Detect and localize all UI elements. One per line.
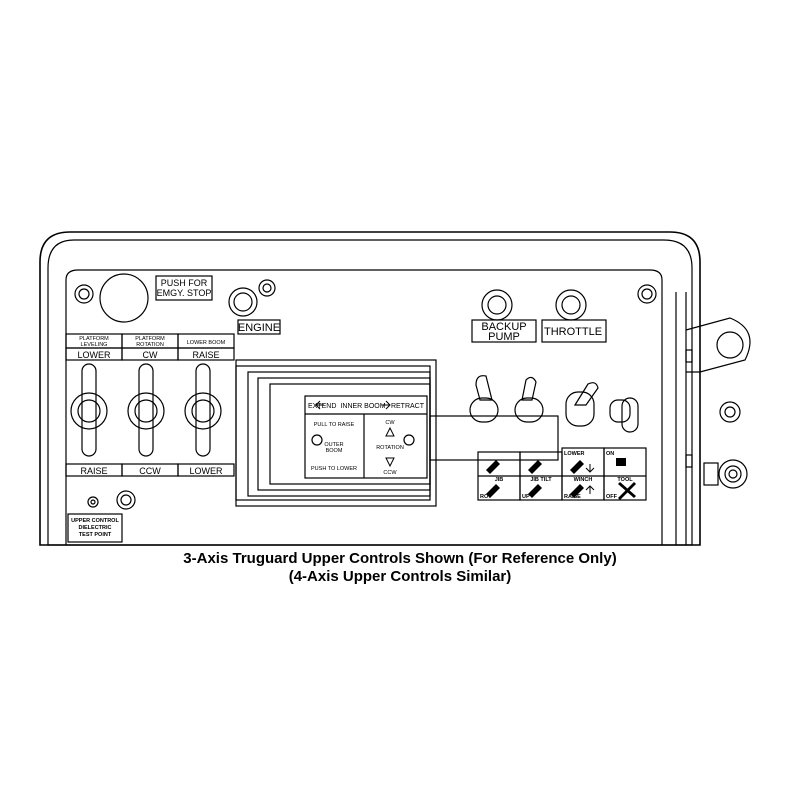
inner-boom-extend: EXTEND bbox=[308, 403, 336, 410]
tool-lever bbox=[609, 399, 631, 423]
enclosure-inner-outline bbox=[47, 239, 693, 546]
test-point-label-3: TEST POINT bbox=[79, 532, 112, 538]
backup-pump-label-1: BACKUP bbox=[481, 321, 526, 333]
caption-line-1: 3-Axis Truguard Upper Controls Shown (Fo… bbox=[183, 550, 617, 567]
emgy-stop-label-2: EMGY. STOP bbox=[157, 288, 212, 298]
tool-decal bbox=[603, 447, 647, 501]
leveling-lever-slot bbox=[81, 363, 97, 457]
leveling-bottom-label: RAISE bbox=[80, 466, 107, 476]
tool-on-label: ON bbox=[606, 451, 614, 457]
rotation-cw-label: CW bbox=[385, 420, 395, 426]
emgy-stop-label-1: PUSH FOR bbox=[161, 278, 208, 288]
lower-boom-bottom-label: LOWER bbox=[189, 466, 223, 476]
faceplate-outline bbox=[65, 269, 663, 545]
tool-off-label: OFF bbox=[606, 494, 618, 500]
outer-boom-label-2: BOOM bbox=[326, 448, 343, 454]
lower-boom-lever-slot bbox=[195, 363, 211, 457]
jib-bottom-label: ROT bbox=[480, 494, 492, 500]
lower-boom-lever bbox=[184, 392, 222, 430]
inner-boom-retract: RETRACT bbox=[391, 403, 425, 410]
winch-raise-label: RAISE bbox=[564, 494, 581, 500]
bolt-top-right bbox=[637, 284, 657, 304]
caption-line-2: (4-Axis Upper Controls Similar) bbox=[288, 568, 512, 585]
leveling-top-label: LOWER bbox=[77, 350, 111, 360]
test-point-decal bbox=[67, 513, 123, 543]
lower-boom-header: LOWER BOOM bbox=[187, 340, 226, 346]
side-fitting bbox=[718, 459, 748, 489]
lever-strip bbox=[429, 415, 559, 461]
test-point-label-1: UPPER CONTROL bbox=[71, 518, 119, 524]
platform-leveling-label-2: LEVELING bbox=[81, 342, 108, 348]
rotation-title-label: ROTATION bbox=[376, 445, 404, 451]
enclosure-outline bbox=[39, 231, 701, 546]
joystick-decal bbox=[304, 395, 428, 479]
mounting-bracket bbox=[685, 317, 751, 373]
rotation-lever bbox=[127, 392, 165, 430]
emergency-stop-button bbox=[99, 273, 149, 323]
jib-label: JIB bbox=[495, 477, 504, 483]
rotation-ccw-label: CCW bbox=[383, 470, 397, 476]
lower-boom-top-label: RAISE bbox=[192, 350, 219, 360]
tool-label: TOOL bbox=[617, 477, 633, 483]
platform-leveling-label-1: PLATFORM bbox=[79, 336, 109, 342]
inner-boom-title: INNER BOOM bbox=[340, 403, 385, 410]
pull-to-raise-label: PULL TO RAISE bbox=[314, 422, 355, 428]
test-point-terminal bbox=[87, 496, 99, 508]
push-to-lower-label: PUSH TO LOWER bbox=[311, 466, 357, 472]
throttle-label: THROTTLE bbox=[544, 326, 602, 338]
winch-lever bbox=[573, 382, 599, 406]
throttle-switch bbox=[555, 289, 587, 321]
backup-pump-label-2: PUMP bbox=[488, 331, 520, 343]
test-point-label-2: DIELECTRIC bbox=[79, 525, 112, 531]
engine-label: ENGINE bbox=[238, 322, 280, 334]
rotation-top-label: CW bbox=[143, 350, 158, 360]
platform-rotation-label-1: PLATFORM bbox=[135, 336, 165, 342]
jib-tilt-label: JIB TILT bbox=[530, 477, 552, 483]
jib-tilt-lever bbox=[521, 376, 537, 401]
leveling-lever bbox=[70, 392, 108, 430]
winch-lower-label: LOWER bbox=[564, 451, 584, 457]
winch-label: WINCH bbox=[574, 477, 593, 483]
bolt-top-left bbox=[74, 284, 94, 304]
backup-pump-switch bbox=[481, 289, 513, 321]
engine-switch bbox=[228, 287, 258, 317]
bolt-test-point bbox=[116, 490, 136, 510]
jib-lever bbox=[475, 375, 493, 401]
outer-boom-label-1: OUTER bbox=[324, 442, 343, 448]
platform-rotation-label-2: ROTATION bbox=[136, 342, 164, 348]
jib-tilt-bottom-label: UP bbox=[522, 494, 530, 500]
rotation-bottom-label: CCW bbox=[139, 466, 161, 476]
rotation-lever-slot bbox=[138, 363, 154, 457]
